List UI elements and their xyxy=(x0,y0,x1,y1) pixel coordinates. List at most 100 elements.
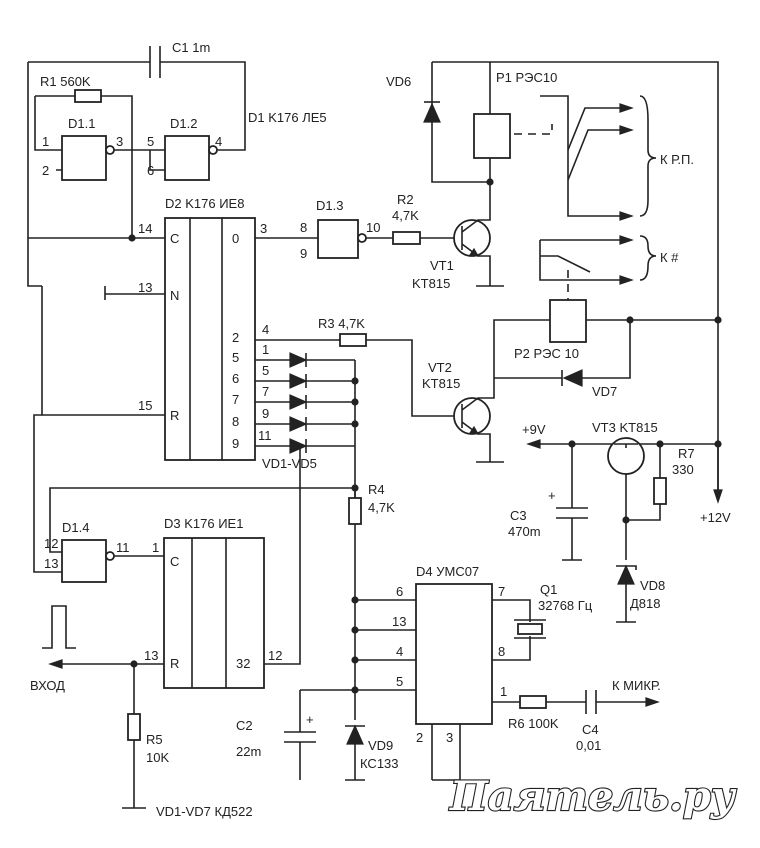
d1-label: D1 K176 ЛЕ5 xyxy=(248,110,327,125)
c4-label: C4 xyxy=(582,722,599,737)
svg-text:0: 0 xyxy=(232,231,239,246)
svg-text:3: 3 xyxy=(116,134,123,149)
k-hash-label: К # xyxy=(660,250,679,265)
svg-text:7: 7 xyxy=(262,384,269,399)
input-label: ВХОД xyxy=(30,678,65,693)
svg-text:13: 13 xyxy=(144,648,158,663)
relay-p1: VD6 P1 РЭС10 К Р.П. xyxy=(386,61,719,500)
svg-text:9: 9 xyxy=(262,406,269,421)
svg-text:4: 4 xyxy=(262,322,269,337)
zener-vd8 xyxy=(617,564,635,585)
r4-value: 4,7K xyxy=(368,500,395,515)
c3-label: C3 xyxy=(510,508,527,523)
q1-value: 32768 Гц xyxy=(538,598,593,613)
reset-feedback-wire xyxy=(264,445,301,665)
svg-text:14: 14 xyxy=(138,221,152,236)
gate-d1-4 xyxy=(61,539,107,583)
p1-label: P1 РЭС10 xyxy=(496,70,557,85)
vd6-label: VD6 xyxy=(386,74,411,89)
vd8-label: VD8 xyxy=(640,578,665,593)
svg-text:6: 6 xyxy=(396,584,403,599)
vd9-type: КС133 xyxy=(360,756,399,771)
svg-text:+: + xyxy=(306,712,314,727)
diode-vd4 xyxy=(289,416,355,432)
svg-text:10: 10 xyxy=(366,220,380,235)
svg-text:12: 12 xyxy=(268,648,282,663)
crystal-q1 xyxy=(517,623,543,635)
diodes-vd1-vd5: VD1-VD5 xyxy=(262,352,359,498)
diode-vd2 xyxy=(289,373,355,389)
r1-label: R1 560K xyxy=(40,74,91,89)
svg-text:8: 8 xyxy=(498,644,505,659)
footnote: VD1-VD7 КД522 xyxy=(156,804,253,819)
p2-label: P2 РЭС 10 xyxy=(514,346,579,361)
transistor-vt1 xyxy=(453,219,491,257)
regulator-section: +9V + C3 470m VT3 KT815 R7 330 VD8 Д818 … xyxy=(508,420,731,623)
svg-text:3: 3 xyxy=(260,221,267,236)
r7-value: 330 xyxy=(672,462,694,477)
counter-d2: D2 K176 ИЕ8 C N R 14 13 15 0 2 5 6 7 8 9… xyxy=(41,196,338,461)
chip-d3 xyxy=(163,537,265,689)
input-section: D1.4 12 13 11 D3 K176 ИЕ1 C R 1 13 32 12… xyxy=(30,414,359,819)
vt1-label: VT1 xyxy=(430,258,454,273)
resistor-r1 xyxy=(74,89,102,103)
svg-text:R: R xyxy=(170,408,179,423)
c4-value: 0,01 xyxy=(576,738,601,753)
vd9-label: VD9 xyxy=(368,738,393,753)
svg-text:4: 4 xyxy=(396,644,403,659)
vt2-type: KT815 xyxy=(422,376,460,391)
r2-value: 4,7K xyxy=(392,208,419,223)
svg-text:9: 9 xyxy=(300,246,307,261)
capacitor-c4 xyxy=(585,690,597,714)
driver-vt2: R3 4,7K VT2 KT815 xyxy=(318,316,504,463)
plus12-label: +12V xyxy=(700,510,731,525)
resistor-r3 xyxy=(339,333,367,347)
svg-text:C: C xyxy=(170,231,179,246)
r5-label: R5 xyxy=(146,732,163,747)
d1-4-label: D1.4 xyxy=(62,520,89,535)
svg-text:5: 5 xyxy=(147,134,154,149)
svg-text:+: + xyxy=(548,488,556,503)
svg-text:2: 2 xyxy=(416,730,423,745)
svg-text:8: 8 xyxy=(300,220,307,235)
d2-label: D2 K176 ИЕ8 xyxy=(165,196,244,211)
zener-vd9 xyxy=(346,724,364,745)
vt2-label: VT2 xyxy=(428,360,452,375)
vt1-type: KT815 xyxy=(412,276,450,291)
svg-text:1: 1 xyxy=(262,342,269,357)
resistor-r5 xyxy=(127,713,141,741)
chip-d2 xyxy=(164,217,256,461)
transistor-vt2 xyxy=(453,397,491,435)
svg-text:5: 5 xyxy=(262,363,269,378)
svg-text:5: 5 xyxy=(396,674,403,689)
r3-label: R3 4,7K xyxy=(318,316,365,331)
pulse-icon xyxy=(42,605,76,649)
c1-label: C1 1m xyxy=(172,40,210,55)
svg-text:8: 8 xyxy=(232,414,239,429)
svg-text:2: 2 xyxy=(42,163,49,178)
diode-vd3 xyxy=(289,394,355,410)
svg-text:2: 2 xyxy=(232,330,239,345)
q1-label: Q1 xyxy=(540,582,557,597)
d3-label: D3 K176 ИЕ1 xyxy=(164,516,243,531)
vd7-label: VD7 xyxy=(592,384,617,399)
n-pin-wire xyxy=(104,286,165,300)
c2-value: 22m xyxy=(236,744,261,759)
supply-filter: + C2 22m VD9 КС133 xyxy=(236,690,399,781)
vd1-vd5-label: VD1-VD5 xyxy=(262,456,317,471)
svg-text:N: N xyxy=(170,288,179,303)
driver-vt1: D1.3 8 9 10 R2 4,7K VT1 KT815 xyxy=(300,182,504,291)
svg-text:6: 6 xyxy=(147,163,154,178)
svg-text:11: 11 xyxy=(116,540,130,555)
watermark-logo: Паятель.ру xyxy=(449,773,737,820)
svg-text:1: 1 xyxy=(42,134,49,149)
melody-chip-d4: D4 УМС07 6 13 4 5 7 8 1 2 3 Q1 32768 Гц … xyxy=(300,564,661,781)
vt3-label: VT3 KT815 xyxy=(592,420,658,435)
svg-text:3: 3 xyxy=(446,730,453,745)
svg-text:5: 5 xyxy=(232,350,239,365)
svg-text:13: 13 xyxy=(138,280,152,295)
svg-text:7: 7 xyxy=(498,584,505,599)
svg-text:11: 11 xyxy=(258,428,272,443)
chip-d4 xyxy=(415,583,493,725)
